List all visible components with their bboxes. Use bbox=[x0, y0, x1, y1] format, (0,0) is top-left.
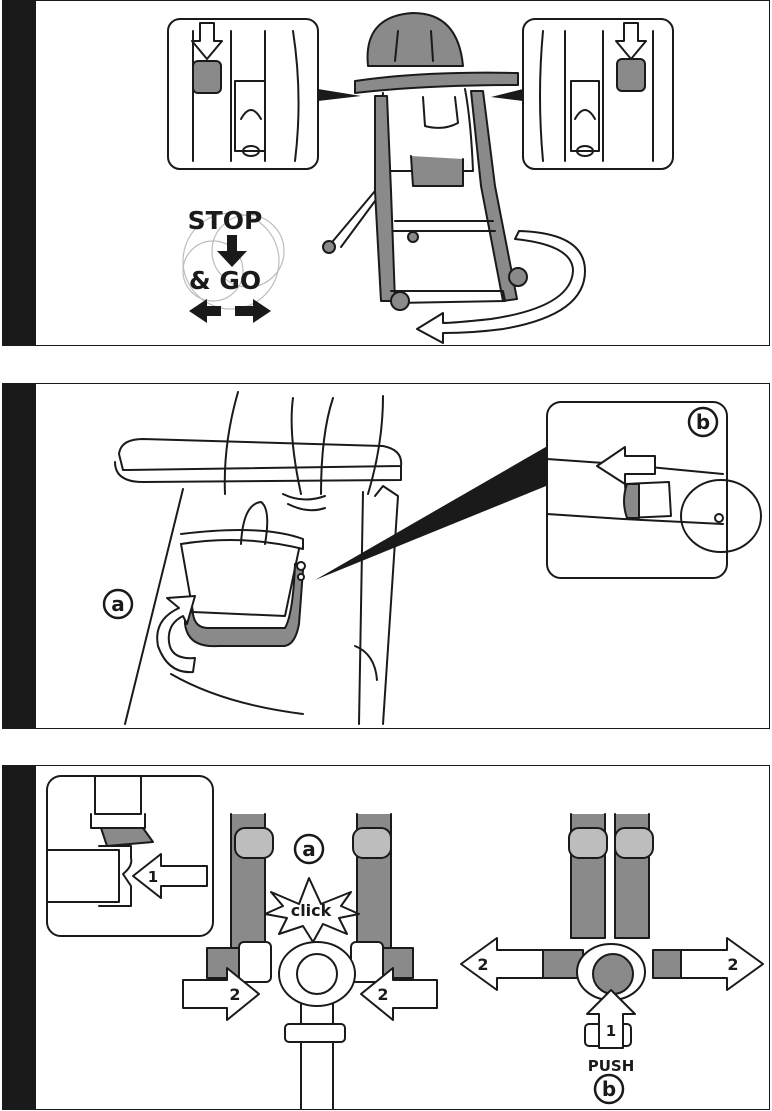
harness-closed bbox=[206, 813, 414, 1109]
release-right-arrow-icon bbox=[680, 937, 764, 991]
highchair-closeup bbox=[114, 391, 403, 725]
panel-fold-highchair: STOP & GO bbox=[2, 0, 770, 346]
rotate-arrow-icon bbox=[156, 595, 196, 674]
svg-text:b: b bbox=[696, 410, 710, 434]
push-right-arrow-icon bbox=[182, 967, 260, 1021]
push-down-arrow-icon bbox=[191, 22, 223, 60]
right-arrow-icon bbox=[235, 299, 271, 323]
footrest-illustration: a b bbox=[102, 391, 762, 725]
release-left-arrow-icon bbox=[460, 937, 544, 991]
fold-arrow-icon bbox=[416, 230, 586, 344]
panel-side-bar bbox=[3, 766, 36, 1109]
panel-side-bar bbox=[3, 1, 36, 345]
push-up-arrow-icon bbox=[586, 989, 636, 1049]
panel-side-bar bbox=[3, 384, 36, 728]
step-2-label-right: 2 bbox=[377, 985, 388, 1004]
svg-text:a: a bbox=[111, 592, 125, 616]
svg-text:a: a bbox=[302, 837, 316, 861]
down-arrow-icon bbox=[217, 235, 247, 267]
step-2-label-release-left: 2 bbox=[477, 955, 488, 974]
buckle-insert-inset bbox=[46, 775, 214, 937]
push-down-arrow-icon bbox=[615, 22, 647, 60]
harness-illustration: click 1 2 2 2 2 1 PUSH a b bbox=[46, 775, 764, 1109]
left-release-button-inset bbox=[167, 18, 319, 170]
step-2-label-left: 2 bbox=[229, 985, 240, 1004]
lever-inset-b bbox=[546, 401, 762, 579]
push-left-arrow-icon bbox=[360, 967, 438, 1021]
label-a-badge: a bbox=[102, 588, 134, 620]
step-1-label: 1 bbox=[148, 868, 158, 886]
step-2-label-release-right: 2 bbox=[727, 955, 738, 974]
click-label: click bbox=[291, 901, 332, 920]
step-1-push-label: 1 bbox=[606, 1022, 616, 1040]
insert-left-arrow-icon bbox=[132, 853, 208, 899]
push-label: PUSH bbox=[588, 1057, 635, 1075]
left-arrow-icon bbox=[189, 299, 221, 323]
highchair bbox=[322, 12, 528, 311]
svg-text:b: b bbox=[602, 1077, 616, 1101]
slide-left-arrow-icon bbox=[596, 446, 656, 485]
panel-harness-buckle: click 1 2 2 2 2 1 PUSH a b bbox=[2, 765, 770, 1110]
fold-illustration: STOP & GO bbox=[167, 12, 674, 344]
label-b-badge: b bbox=[593, 1073, 625, 1105]
right-release-button-inset bbox=[522, 18, 674, 170]
label-b-badge: b bbox=[687, 406, 719, 438]
brake-rings-icon bbox=[182, 212, 285, 310]
click-burst-icon bbox=[264, 877, 360, 943]
label-a-badge: a bbox=[293, 833, 325, 865]
stop-label: STOP bbox=[188, 206, 263, 235]
go-label: & GO bbox=[189, 266, 261, 295]
panel-footrest-adjust: a b bbox=[2, 383, 770, 729]
footrest bbox=[184, 563, 304, 648]
